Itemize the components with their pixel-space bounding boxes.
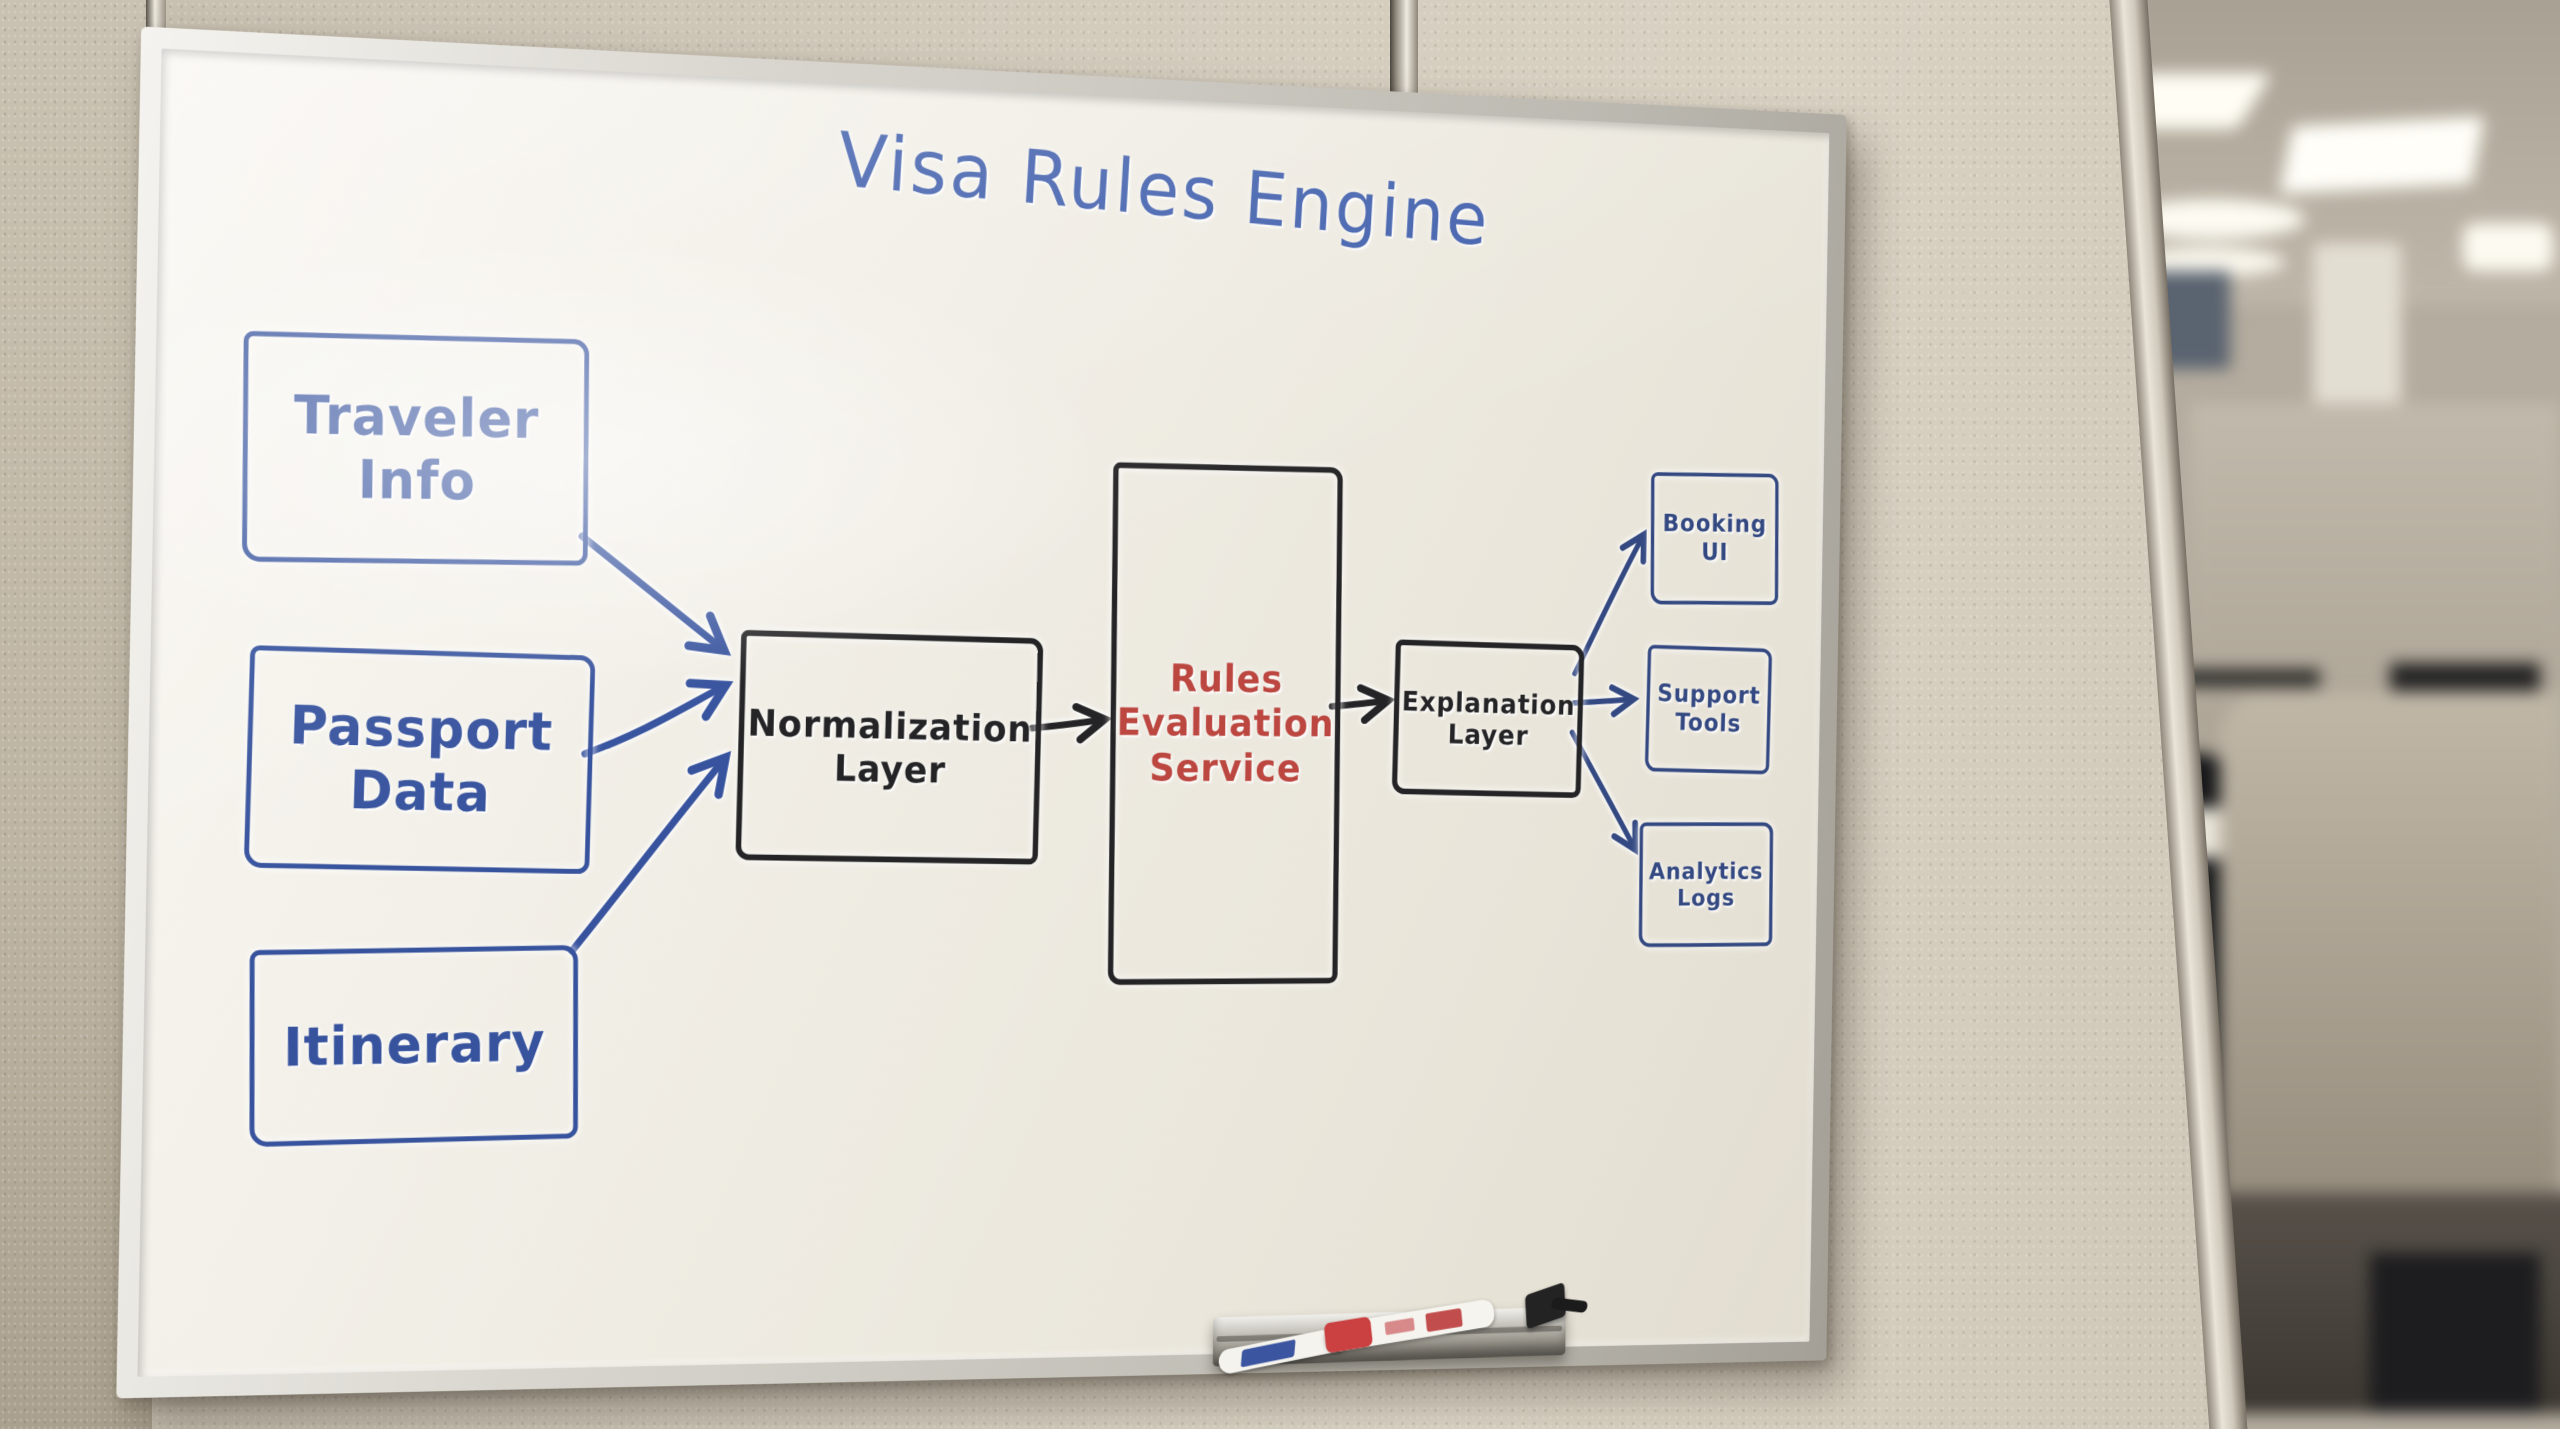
marker-label [1240, 1339, 1296, 1368]
ceiling-light [2463, 223, 2553, 271]
edge-explanation-booking [1575, 535, 1643, 674]
node-label: Explanation Layer [1401, 684, 1576, 752]
node-analytics-logs: Analytics Logs [1638, 822, 1774, 948]
node-rules-evaluation-service: Rules Evaluation Service [1107, 462, 1343, 986]
node-label: Itinerary [283, 1011, 546, 1079]
marker-tray [1212, 1282, 1566, 1376]
node-label: Booking UI [1662, 510, 1767, 567]
marker-cap [1323, 1316, 1374, 1354]
node-itinerary: Itinerary [249, 945, 579, 1148]
node-label: Passport Data [288, 694, 555, 825]
marker-label [1384, 1317, 1415, 1336]
node-normalization-layer: Normalization Layer [735, 629, 1044, 865]
edge-traveler-normalization [580, 536, 723, 648]
edge-itinerary-normalization [572, 759, 723, 952]
node-support-tools: Support Tools [1644, 644, 1773, 775]
node-traveler-info: Traveler Info [241, 330, 590, 566]
cubicle-partition [2220, 693, 2560, 1263]
node-booking-ui: Booking UI [1650, 472, 1779, 606]
whiteboard: Visa Rules Engine [116, 26, 1846, 1398]
ceiling-light [2279, 116, 2485, 194]
marker-label [1425, 1307, 1463, 1333]
whiteboard-surface: Visa Rules Engine [137, 49, 1829, 1377]
node-label: Normalization Layer [747, 701, 1034, 792]
desk-shadow [2390, 663, 2540, 691]
node-label: Traveler Info [293, 383, 540, 513]
node-label: Rules Evaluation Service [1116, 657, 1335, 791]
edge-passport-normalization [585, 685, 723, 756]
edge-normalization-rules [1032, 719, 1102, 730]
node-explanation-layer: Explanation Layer [1391, 639, 1585, 799]
node-label: Analytics Logs [1648, 857, 1764, 912]
office-furniture [2370, 1253, 2540, 1413]
node-passport-data: Passport Data [243, 645, 596, 875]
node-label: Support Tools [1656, 680, 1761, 739]
